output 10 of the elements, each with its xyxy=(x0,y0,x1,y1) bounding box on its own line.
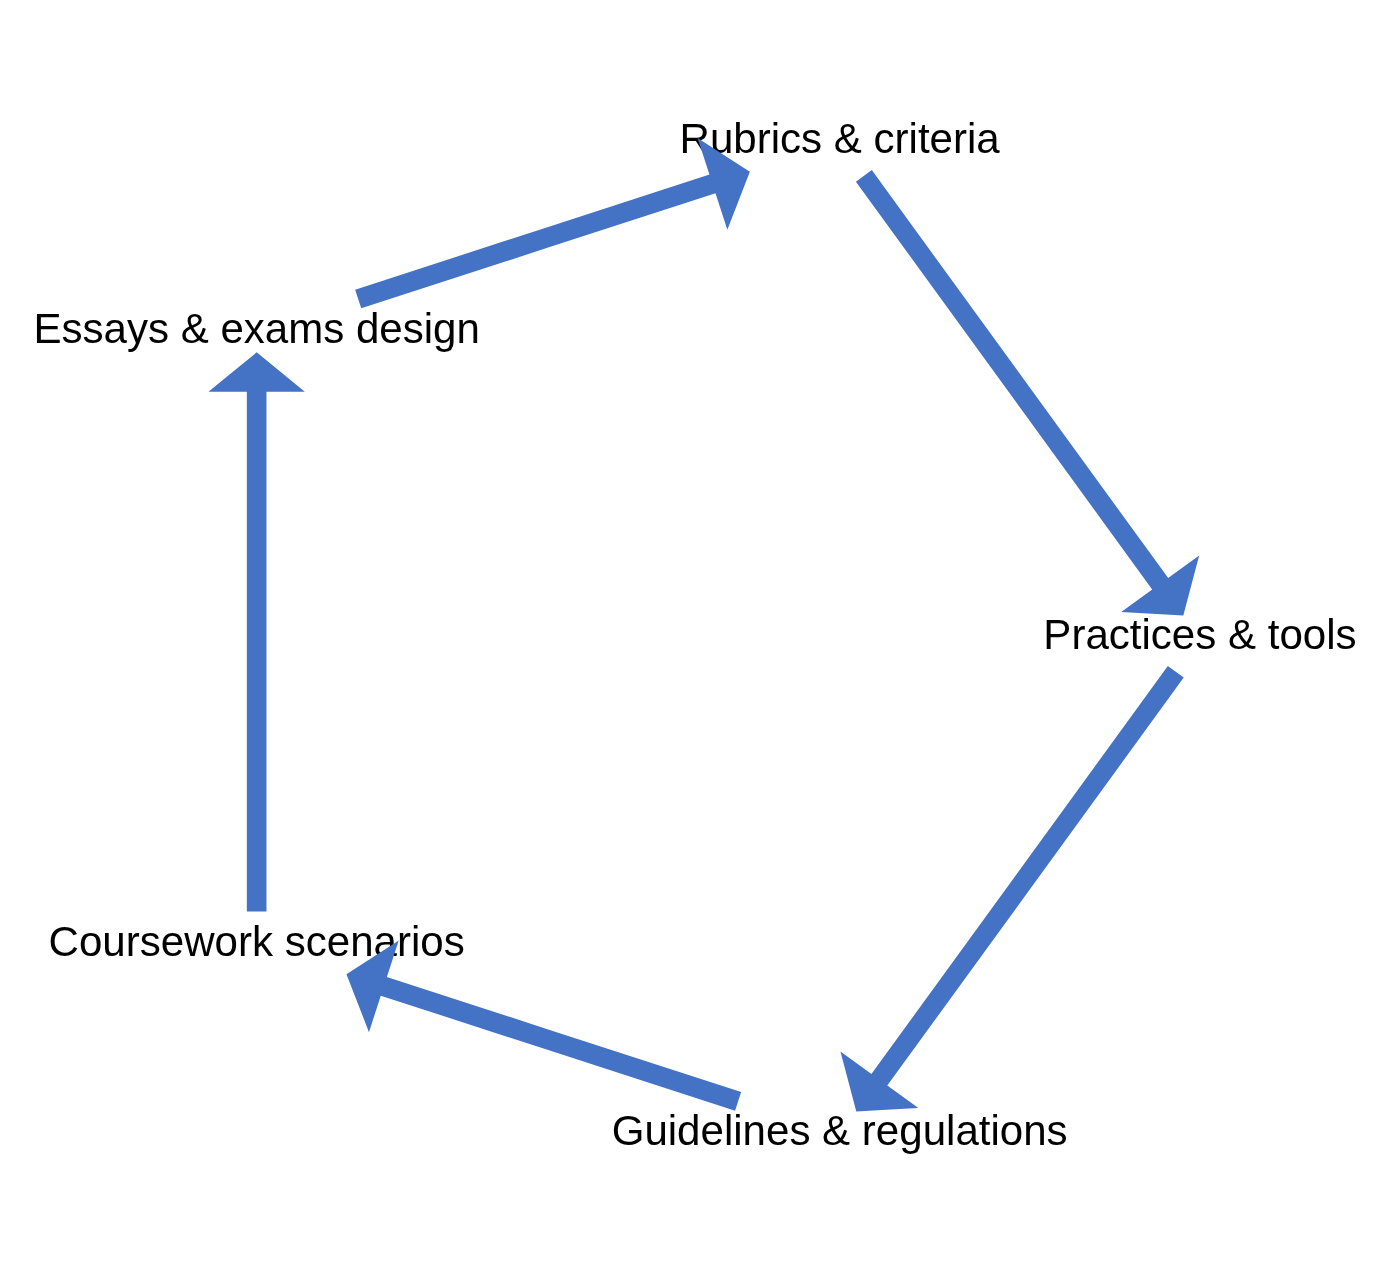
arrow xyxy=(355,138,750,309)
arrow xyxy=(346,940,742,1111)
node-text: Essays & exams design xyxy=(33,304,480,352)
arrow xyxy=(840,666,1184,1112)
node-text: Rubrics & criteria xyxy=(679,115,1000,163)
arrow xyxy=(855,170,1200,616)
node-text: Guidelines & regulations xyxy=(611,1106,1068,1154)
node-text: Coursework scenarios xyxy=(48,917,465,965)
node-text: Practices & tools xyxy=(1043,611,1357,659)
arrow xyxy=(208,352,305,912)
